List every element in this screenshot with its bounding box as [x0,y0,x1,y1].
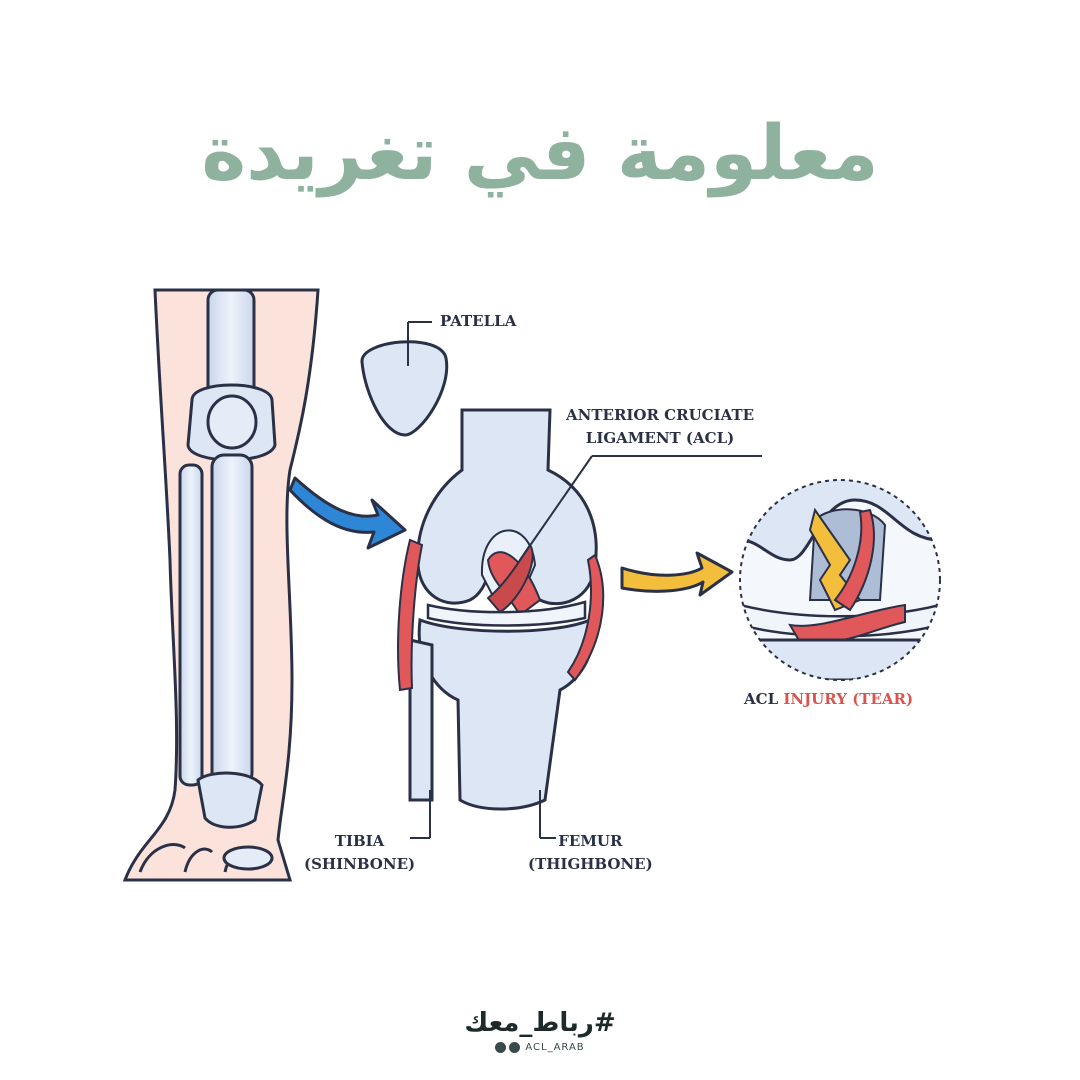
label-acl-line1: ANTERIOR CRUCIATE [566,404,754,427]
twitter-icon [495,1042,506,1053]
label-tibia-line1: TIBIA [304,830,415,853]
label-acl-injury: ACL INJURY (TEAR) [744,688,913,711]
label-acl-line2: LIGAMENT (ACL) [566,427,754,450]
toe-bone [224,847,272,869]
brand-handle: ACL_ARAB [525,1042,584,1053]
leg-patella [208,396,256,448]
ankle-bones [198,773,262,827]
leg-illustration [125,290,318,880]
label-femur-line2: (THIGHBONE) [528,853,653,876]
label-tibia-line2: (SHINBONE) [304,853,415,876]
yellow-arrow-icon [622,553,732,595]
instagram-icon [509,1042,520,1053]
label-injury-red: INJURY (TEAR) [783,690,913,708]
brand-footer: #رباط_معك ACL_ARAB [0,1008,1080,1057]
knee-joint-illustration [398,410,603,809]
label-acl: ANTERIOR CRUCIATE LIGAMENT (ACL) [566,404,754,450]
tibia-upper [419,620,592,809]
label-injury-prefix: ACL [744,690,778,708]
brand-hashtag: #رباط_معك [0,1008,1080,1038]
patella-bone [362,342,447,435]
brand-handle-row: ACL_ARAB [495,1042,584,1053]
fibula-upper [410,640,432,800]
label-patella: PATELLA [440,310,516,333]
acl-tear-zoom [740,470,940,680]
tibia-bone [212,455,252,785]
fibula-bone [180,465,202,785]
blue-arrow-icon [290,478,405,548]
label-tibia: TIBIA (SHINBONE) [304,830,415,876]
label-femur-line1: FEMUR [528,830,653,853]
label-femur: FEMUR (THIGHBONE) [528,830,653,876]
